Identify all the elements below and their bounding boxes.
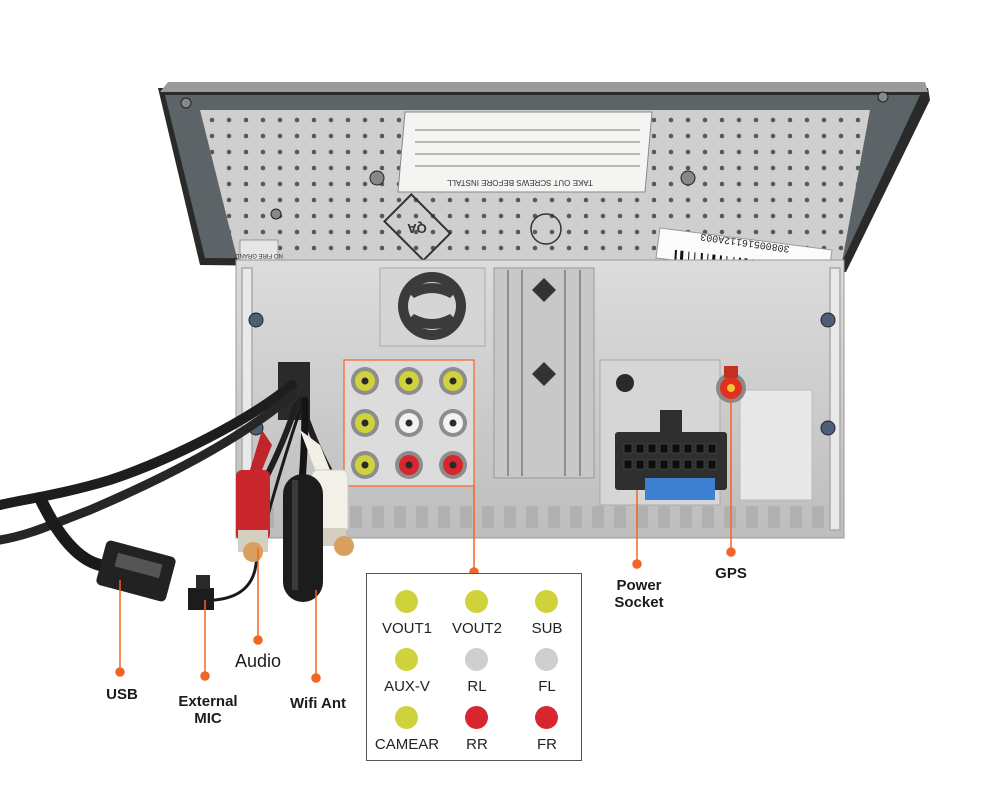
legend-label-rr: RR <box>466 736 488 753</box>
rca-jack-rr <box>395 451 423 479</box>
power-socket <box>615 410 727 500</box>
audio-label: Audio <box>234 651 282 671</box>
legend-dot-sub <box>535 590 558 613</box>
wifi-ant-label: Wifi Ant <box>290 695 346 712</box>
rca-legend: VOUT1 VOUT2 SUB AUX-V RL FL CAMEAR RR FR <box>366 573 582 761</box>
legend-label-vout2: VOUT2 <box>451 620 502 637</box>
rca-block <box>343 359 475 487</box>
legend-dot-fl <box>535 648 558 671</box>
mic-connector <box>188 575 214 610</box>
legend-dot-aux-v <box>395 648 418 671</box>
rca-jack-vout2 <box>395 367 423 395</box>
rca-jack-camear <box>351 451 379 479</box>
usb-plug <box>96 540 176 602</box>
side-label: NO FIRE GRAND <box>235 252 283 258</box>
rca-jack-rl <box>395 409 423 437</box>
power-socket-label: Power Socket <box>614 577 664 611</box>
gps-connector <box>716 366 746 403</box>
legend-dot-rl <box>465 648 488 671</box>
wifi-antenna <box>283 474 323 602</box>
legend-dot-vout2 <box>465 590 488 613</box>
callout-lines <box>115 400 736 683</box>
legend-label-sub: SUB <box>531 620 563 637</box>
fan <box>379 267 486 347</box>
legend-dot-camear <box>395 706 418 729</box>
gps-label: GPS <box>715 565 747 582</box>
legend-label-aux-v: AUX-V <box>384 678 430 695</box>
usb-label: USB <box>106 686 138 703</box>
qa-stamp: QA <box>407 221 427 236</box>
external-mic-label: External MIC <box>178 693 238 727</box>
rca-jack-fl <box>439 409 467 437</box>
legend-label-rl: RL <box>467 678 487 695</box>
legend-dot-vout1 <box>395 590 418 613</box>
legend-dot-fr <box>535 706 558 729</box>
rca-jack-aux-v <box>351 409 379 437</box>
legend-dot-rr <box>465 706 488 729</box>
rca-jack-fr <box>439 451 467 479</box>
legend-label-fl: FL <box>538 678 556 695</box>
sticker-text: TAKE OUT SCREWS BEFORE INSTALL <box>447 178 593 187</box>
legend-label-vout1: VOUT1 <box>381 620 432 637</box>
legend-label-fr: FR <box>537 736 557 753</box>
rca-jack-vout1 <box>351 367 379 395</box>
legend-label-camear: CAMEAR <box>374 736 440 753</box>
rca-jack-sub <box>439 367 467 395</box>
chassis-top: TAKE OUT SCREWS BEFORE INSTALL QA 308005… <box>200 110 870 281</box>
